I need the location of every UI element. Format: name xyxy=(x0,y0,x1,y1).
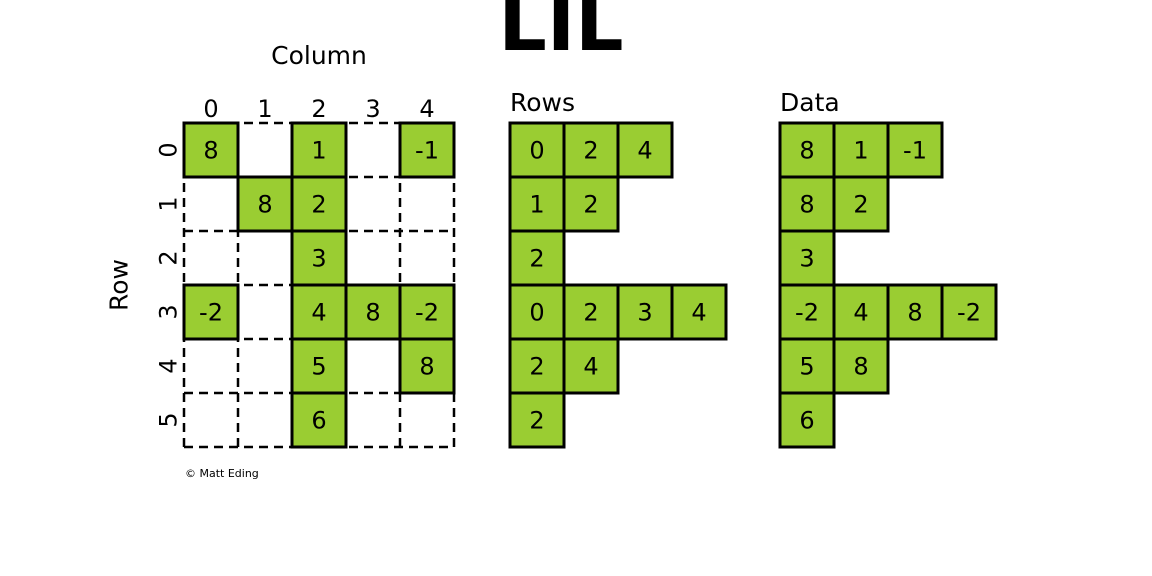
matrix-cell-r1c1-value: 8 xyxy=(257,191,272,219)
matrix-cell-r3c3 xyxy=(344,283,402,341)
rows-list-cell-r3i3-value: 4 xyxy=(691,299,706,327)
matrix-cell-r1c1 xyxy=(236,175,294,233)
data-list-cell-r4i1-value: 8 xyxy=(853,353,868,381)
rows-list-title: Rows xyxy=(510,88,575,117)
matrix-cell-r0c4 xyxy=(398,121,456,179)
data-list-cell-r3i3-value: -2 xyxy=(957,299,981,327)
row-tick-label: 2 xyxy=(155,250,183,265)
data-list-cell-r4i0-value: 5 xyxy=(799,353,814,381)
data-list-cell-r0i1-value: 1 xyxy=(853,137,868,165)
data-list-cell-r5i0 xyxy=(778,391,836,449)
data-list-cell-r3i1-value: 4 xyxy=(853,299,868,327)
matrix-cell-r3c4 xyxy=(398,283,456,341)
copyright-text: © Matt Eding xyxy=(185,467,259,480)
data-list-cell-r3i2-value: 8 xyxy=(907,299,922,327)
data-list-cell-r4i1 xyxy=(832,337,890,395)
rows-list-cell-r0i2-value: 4 xyxy=(637,137,652,165)
data-list-cell-r3i1 xyxy=(832,283,890,341)
rows-list-cell-r5i0-value: 2 xyxy=(529,407,544,435)
data-list-cell-r1i1 xyxy=(832,175,890,233)
rows-list-cell-r3i3 xyxy=(670,283,728,341)
matrix-cell-r4c4 xyxy=(398,337,456,395)
column-tick-label: 1 xyxy=(257,95,272,123)
matrix-cell-r3c0-value: -2 xyxy=(199,299,223,327)
rows-list-cell-r3i0-value: 0 xyxy=(529,299,544,327)
matrix-cell-r3c3-value: 8 xyxy=(365,299,380,327)
rows-list-cell-r0i2 xyxy=(616,121,674,179)
rows-list-cell-r2i0 xyxy=(508,229,566,287)
matrix-grid: 8 1 -1 8 2 3 -2 4 8 -2 5 8 6 xyxy=(182,121,456,449)
matrix-cell-r3c0 xyxy=(182,283,240,341)
rows-list-cell-r4i1 xyxy=(562,337,620,395)
row-tick-label: 5 xyxy=(155,412,183,427)
matrix-cell-r0c2 xyxy=(290,121,348,179)
data-list-cell-r5i0-value: 6 xyxy=(799,407,814,435)
row-tick-label: 4 xyxy=(155,358,183,373)
data-list-cell-r0i2-value: -1 xyxy=(903,137,927,165)
rows-list-cell-r4i1-value: 4 xyxy=(583,353,598,381)
matrix-cell-r4c4-value: 8 xyxy=(419,353,434,381)
matrix-cell-r1c2-value: 2 xyxy=(311,191,326,219)
matrix-cell-r5c2-value: 6 xyxy=(311,407,326,435)
matrix-cell-r0c0 xyxy=(182,121,240,179)
matrix-cell-r0c2-value: 1 xyxy=(311,137,326,165)
matrix-cell-r0c0-value: 8 xyxy=(203,137,218,165)
matrix-cell-r2c2 xyxy=(290,229,348,287)
rows-list-cell-r0i1-value: 2 xyxy=(583,137,598,165)
rows-list-cell-r1i0-value: 1 xyxy=(529,191,544,219)
row-axis-label: Row xyxy=(105,259,134,311)
column-tick-label: 2 xyxy=(311,95,326,123)
column-tick-label: 0 xyxy=(203,95,218,123)
matrix-cell-r4c2 xyxy=(290,337,348,395)
matrix-cell-r5c2 xyxy=(290,391,348,449)
column-tick-label: 3 xyxy=(365,95,380,123)
data-list-title: Data xyxy=(780,88,840,117)
column-axis-label: Column xyxy=(271,41,367,70)
rows-list-cell-r2i0-value: 2 xyxy=(529,245,544,273)
rows-list-cell-r3i1-value: 2 xyxy=(583,299,598,327)
rows-list-cell-r3i2 xyxy=(616,283,674,341)
matrix-cell-r3c2-value: 4 xyxy=(311,299,326,327)
data-list-cell-r1i0-value: 8 xyxy=(799,191,814,219)
data-list-cell-r1i1-value: 2 xyxy=(853,191,868,219)
rows-list-cell-r0i0-value: 0 xyxy=(529,137,544,165)
data-list-cell-r3i0 xyxy=(778,283,836,341)
matrix-cell-r2c2-value: 3 xyxy=(311,245,326,273)
rows-list-cell-r4i0-value: 2 xyxy=(529,353,544,381)
matrix-tick-labels: 0 1 2 3 4 0 1 2 3 4 5 xyxy=(155,95,435,428)
data-list-cell-r3i3 xyxy=(940,283,998,341)
rows-list-cell-r3i2-value: 3 xyxy=(637,299,652,327)
matrix-cell-r4c2-value: 5 xyxy=(311,353,326,381)
data-list-cell-r0i0-value: 8 xyxy=(799,137,814,165)
column-tick-label: 4 xyxy=(419,95,434,123)
data-list-cell-r2i0-value: 3 xyxy=(799,245,814,273)
rows-list-cell-r1i1-value: 2 xyxy=(583,191,598,219)
matrix-cell-r3c4-value: -2 xyxy=(415,299,439,327)
rows-list-cell-r1i1 xyxy=(562,175,620,233)
row-tick-label: 3 xyxy=(155,304,183,319)
figure-title: LIL xyxy=(498,0,623,68)
data-list-grid: 8 1 -1 8 2 3 -2 4 8 -2 5 8 6 xyxy=(778,121,998,449)
matrix-cell-r0c4-value: -1 xyxy=(415,137,439,165)
rows-list-grid: 0 2 4 1 2 2 0 2 3 4 2 4 2 xyxy=(508,121,728,449)
data-list-cell-r3i0-value: -2 xyxy=(795,299,819,327)
row-tick-label: 1 xyxy=(155,196,183,211)
data-list-cell-r0i2 xyxy=(886,121,944,179)
rows-list-cell-r5i0 xyxy=(508,391,566,449)
row-tick-label: 0 xyxy=(155,142,183,157)
